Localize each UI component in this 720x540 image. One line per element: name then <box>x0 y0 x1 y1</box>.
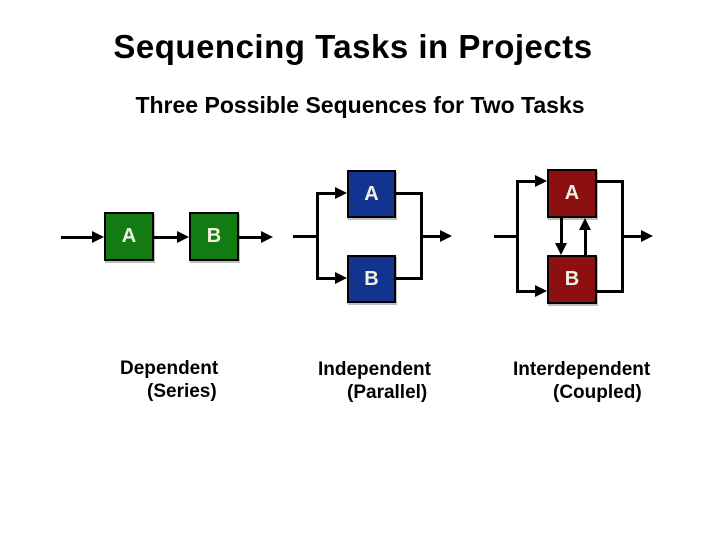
diagram-label: Interdependent <box>513 359 651 380</box>
feedback-up-arrowhead-icon <box>579 218 591 230</box>
diagram-sublabel: (Parallel) <box>347 382 428 403</box>
task-box-a: A <box>347 170 396 218</box>
task-box-a: A <box>547 169 597 218</box>
diagram-sublabel: (Coupled) <box>553 382 642 403</box>
split-line <box>516 180 519 293</box>
branch-b-arrowhead-icon <box>335 272 347 284</box>
out-arrowhead-icon <box>261 231 273 243</box>
in-flow-line <box>293 235 318 238</box>
merge-b-line <box>597 290 624 293</box>
task-box-b: B <box>547 255 597 304</box>
feedback-down-line <box>560 218 563 243</box>
out-flow-line <box>423 235 440 238</box>
out-arrowhead-icon <box>440 230 452 242</box>
branch-a-line <box>319 192 335 195</box>
branch-b-line <box>519 290 535 293</box>
feedback-up-line <box>584 230 587 255</box>
in-flow-line <box>61 236 92 239</box>
task-box-letter: A <box>564 182 580 204</box>
task-box-letter: B <box>206 225 222 247</box>
diagram-label: Independent <box>318 359 431 380</box>
task-box-letter: A <box>364 182 379 205</box>
diagram-label: Dependent <box>120 358 219 379</box>
split-line <box>316 192 319 280</box>
merge-line <box>621 180 624 293</box>
merge-b-line <box>396 277 423 280</box>
diagram-sublabel: (Series) <box>147 381 217 402</box>
in-flow-line <box>494 235 519 238</box>
task-box-letter: B <box>564 268 580 290</box>
branch-a-arrowhead-icon <box>535 175 547 187</box>
out-flow-line <box>624 235 641 238</box>
task-box-b: B <box>189 212 239 261</box>
out-flow-line <box>239 236 261 239</box>
branch-b-line <box>319 277 335 280</box>
merge-a-line <box>396 192 423 195</box>
feedback-down-arrowhead-icon <box>555 243 567 255</box>
branch-a-line <box>519 180 535 183</box>
slide-subtitle: Three Possible Sequences for Two Tasks <box>135 92 585 118</box>
task-box-letter: B <box>364 267 379 290</box>
slide-title: Sequencing Tasks in Projects <box>113 28 593 65</box>
branch-b-arrowhead-icon <box>535 285 547 297</box>
out-arrowhead-icon <box>641 230 653 242</box>
merge-a-line <box>597 180 624 183</box>
branch-a-arrowhead-icon <box>335 187 347 199</box>
between-arrowhead-icon <box>177 231 189 243</box>
in-arrowhead-icon <box>92 231 104 243</box>
task-box-letter: A <box>121 225 137 247</box>
task-box-b: B <box>347 255 396 303</box>
between-flow-line <box>154 236 177 239</box>
task-box-a: A <box>104 212 154 261</box>
merge-line <box>420 192 423 280</box>
